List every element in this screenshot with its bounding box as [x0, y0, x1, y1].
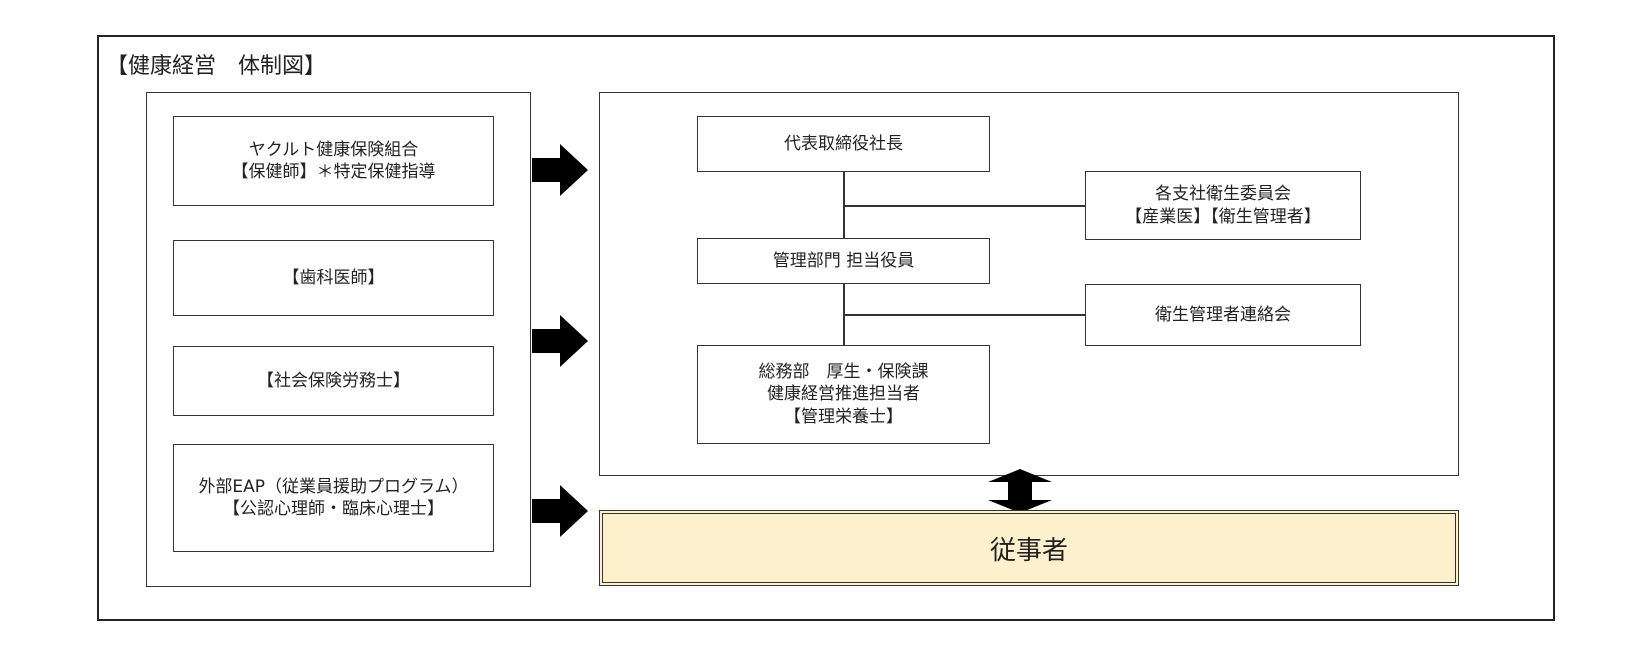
dentist-box-label: 【歯科医師】	[282, 267, 385, 288]
eap-box-line2: 【公認心理師・臨床心理士】	[223, 499, 444, 519]
president-box: 代表取締役社長	[697, 116, 990, 172]
labor-consultant-box: 【社会保険労務士】	[173, 346, 494, 416]
president-label: 代表取締役社長	[784, 133, 903, 154]
officer-box: 管理部門 担当役員	[697, 238, 990, 284]
general-affairs-line2: 健康経営推進担当者	[767, 384, 920, 405]
connector-line	[844, 314, 1086, 316]
connector-line	[844, 205, 1086, 207]
branch-committee-line1: 各支社衛生委員会	[1155, 184, 1291, 205]
yakult-box-line1: ヤクルト健康保険組合	[248, 139, 419, 160]
workers-label: 従事者	[989, 535, 1068, 566]
liaison-label: 衛生管理者連絡会	[1155, 304, 1291, 325]
general-affairs-box: 総務部 厚生・保険課 健康経営推進担当者 【管理栄養士】	[697, 345, 990, 444]
workers-box: 従事者	[599, 510, 1459, 586]
officer-label: 管理部門 担当役員	[772, 250, 915, 271]
labor-box-label: 【社会保険労務士】	[257, 370, 410, 391]
general-affairs-line1: 総務部 厚生・保険課	[758, 362, 929, 383]
diagram-frame	[97, 35, 1555, 621]
diagram-title: 【健康経営 体制図】	[106, 54, 327, 79]
branch-committee-line2: 【産業医】【衛生管理者】	[1125, 206, 1321, 227]
yakult-health-insurance-box: ヤクルト健康保険組合 【保健師】＊特定保健指導	[173, 116, 494, 206]
external-support-panel	[146, 92, 531, 587]
yakult-box-line2: 【保健師】＊特定保健指導	[231, 162, 436, 182]
liaison-meeting-box: 衛生管理者連絡会	[1085, 284, 1361, 346]
eap-box-line1: 外部EAP（従業員援助プログラム）	[198, 476, 469, 497]
external-eap-box: 外部EAP（従業員援助プログラム） 【公認心理師・臨床心理士】	[173, 444, 494, 552]
right-arrow-icon	[532, 144, 588, 196]
right-arrow-icon	[532, 485, 588, 537]
right-arrow-icon	[532, 315, 588, 367]
general-affairs-line3: 【管理栄養士】	[784, 406, 903, 427]
dentist-box: 【歯科医師】	[173, 240, 494, 316]
double-arrow-icon	[988, 469, 1052, 513]
branch-committee-box: 各支社衛生委員会 【産業医】【衛生管理者】	[1085, 171, 1361, 240]
